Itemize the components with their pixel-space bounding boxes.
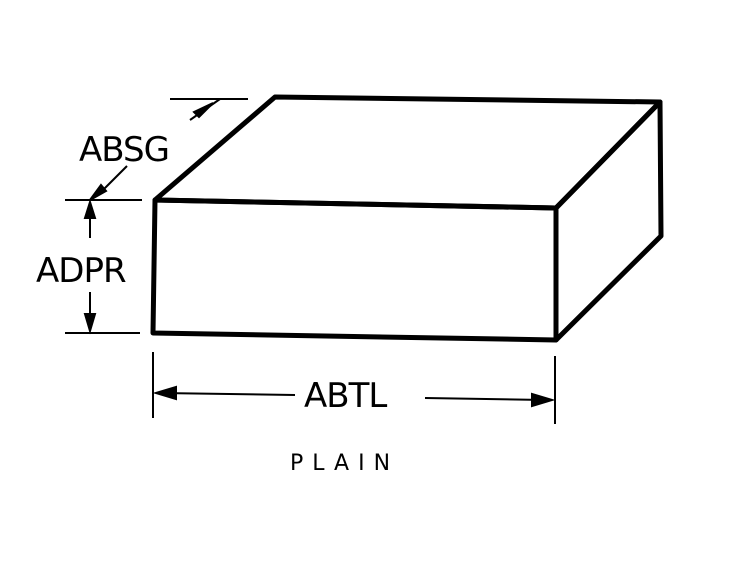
abtl-arrowhead-left [152, 385, 177, 401]
diagram-caption: PLAIN [290, 451, 399, 476]
rectangular-block [150, 94, 664, 343]
adpr-dimension [65, 198, 142, 335]
block-top-face [152, 94, 663, 211]
abtl-dimension [152, 352, 556, 424]
adpr-label: ADPR [36, 251, 126, 291]
absg-dimension [89, 98, 248, 201]
absg-arrowhead-upper [192, 102, 214, 119]
adpr-arrowhead-up [83, 198, 97, 219]
absg-label: ABSG [79, 130, 169, 170]
abtl-label: ABTL [304, 376, 387, 416]
abtl-arrow-line-left [159, 392, 296, 396]
absg-arrowhead-lower [89, 183, 108, 201]
adpr-arrowhead-down [83, 313, 97, 335]
abtl-arrow-line-right [424, 397, 546, 401]
abtl-arrowhead-right [531, 392, 556, 408]
block-side-face [553, 99, 664, 343]
block-front-face [150, 197, 559, 343]
